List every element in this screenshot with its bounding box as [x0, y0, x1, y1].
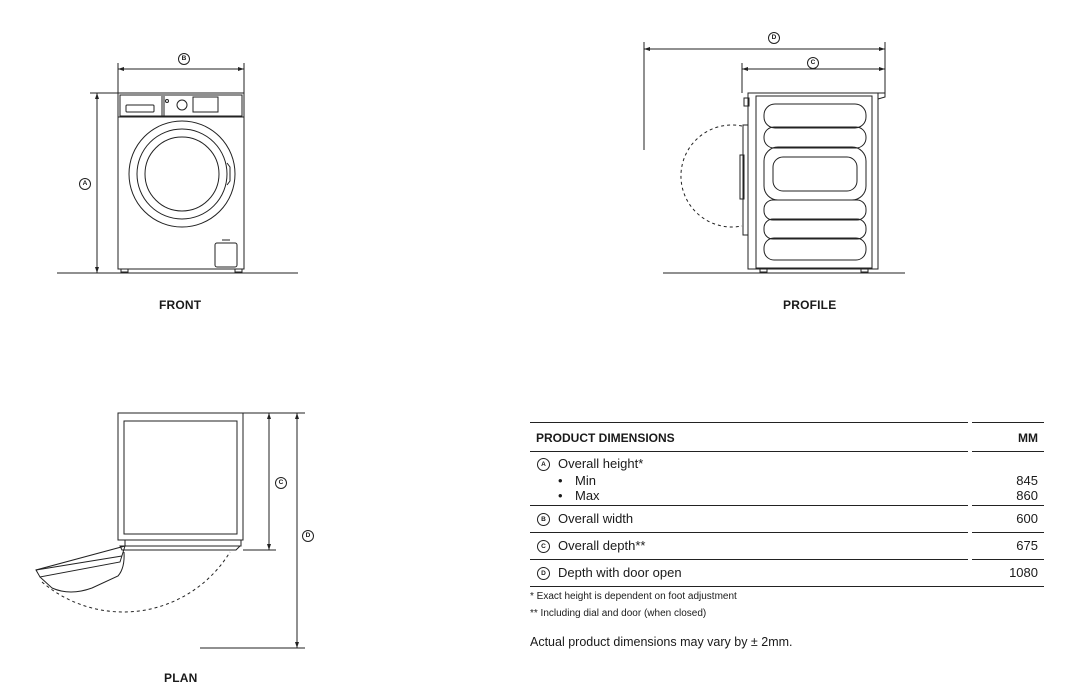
- bullet-max: •: [558, 488, 563, 503]
- disclaimer-text: Actual product dimensions may vary by ± …: [530, 635, 793, 649]
- row-overall-height: A Overall height* • Min 845 • Max 860: [530, 452, 1044, 506]
- sub-row-min: • Min: [558, 473, 596, 488]
- marker-c-profile: C: [807, 57, 819, 69]
- bullet-min: •: [558, 473, 563, 488]
- marker-a-front: A: [79, 178, 91, 190]
- sub-row-max: • Max: [558, 488, 600, 503]
- front-view-label: FRONT: [159, 298, 202, 312]
- sub-label-min: Min: [575, 473, 596, 488]
- value-max: 860: [1016, 488, 1038, 503]
- table-title: PRODUCT DIMENSIONS: [536, 431, 675, 445]
- row-marker-a: A: [537, 458, 550, 471]
- table-unit: MM: [1018, 431, 1038, 445]
- row-marker-d: D: [537, 567, 550, 580]
- row-label-door-open: Depth with door open: [558, 565, 682, 580]
- value-width: 600: [1016, 511, 1038, 526]
- value-depth: 675: [1016, 538, 1038, 553]
- marker-d-profile: D: [768, 32, 780, 44]
- row-marker-b: B: [537, 513, 550, 526]
- marker-d-plan: D: [302, 530, 314, 542]
- row-label-width: Overall width: [558, 511, 634, 526]
- marker-c-plan: C: [275, 477, 287, 489]
- row-label-depth: Overall depth**: [558, 538, 646, 553]
- footnote-height: * Exact height is dependent on foot adju…: [530, 591, 737, 602]
- front-view-drawing: [57, 63, 298, 274]
- profile-view-label: PROFILE: [783, 298, 837, 312]
- plan-view-drawing: [35, 412, 305, 649]
- value-door-open: 1080: [1009, 565, 1038, 580]
- dimensions-table: PRODUCT DIMENSIONS MM A Overall height* …: [530, 422, 1044, 587]
- column-gap: [968, 422, 972, 586]
- row-depth-door-open: D Depth with door open 1080: [530, 560, 1044, 587]
- footnote-depth: ** Including dial and door (when closed): [530, 608, 707, 619]
- value-min: 845: [1016, 473, 1038, 488]
- row-label-height: Overall height*: [558, 456, 644, 471]
- marker-b-front: B: [178, 53, 190, 65]
- row-overall-depth: C Overall depth** 675: [530, 533, 1044, 560]
- row-marker-c: C: [537, 540, 550, 553]
- table-header: PRODUCT DIMENSIONS MM: [530, 422, 1044, 452]
- sub-label-max: Max: [575, 488, 600, 503]
- profile-view-drawing: [643, 42, 905, 274]
- plan-view-label: PLAN: [164, 671, 198, 685]
- row-overall-width: B Overall width 600: [530, 506, 1044, 533]
- dimension-arrowheads: [95, 47, 885, 648]
